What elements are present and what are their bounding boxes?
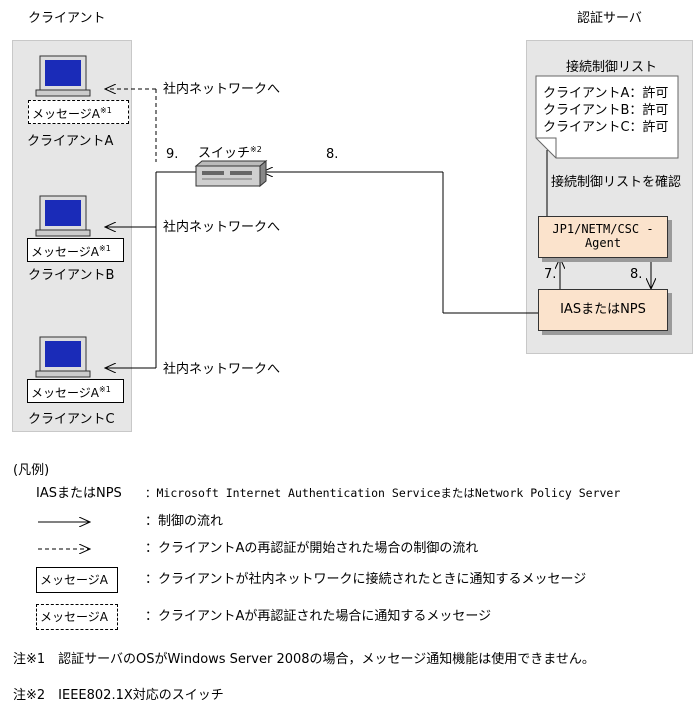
client-c-label: クライアントC xyxy=(28,412,115,427)
network-label-a: 社内ネットワークへ xyxy=(163,82,281,97)
legend-desc-message-dashed: ：クライアントAが再認証された場合に通知するメッセージ xyxy=(145,609,492,624)
legend-desc-message: ：クライアントが社内ネットワークに接続されたときに通知するメッセージ xyxy=(145,572,587,587)
client-group-title: クライアント xyxy=(28,11,106,26)
legend-desc-ias: ：Microsoft Internet Authentication Servi… xyxy=(145,486,621,500)
step-9-label: 9. xyxy=(166,147,179,162)
network-label-b: 社内ネットワークへ xyxy=(163,220,281,235)
message-box-client-b: メッセージA※1 xyxy=(27,238,124,262)
agent-node: JP1/NETM/CSC - Agent xyxy=(538,216,668,258)
acl-item-a: クライアントA：許可 xyxy=(543,86,669,101)
monitor-icon xyxy=(35,195,91,237)
legend-title: (凡例) xyxy=(13,463,50,478)
document-icon xyxy=(535,75,679,159)
legend-key-ias: IASまたはNPS xyxy=(36,486,122,501)
monitor-icon xyxy=(35,336,91,378)
acl-item-c: クライアントC：許可 xyxy=(543,120,669,135)
legend-desc-dashed: ：クライアントAの再認証が開始された場合の制御の流れ xyxy=(145,541,479,556)
client-b-label: クライアントB xyxy=(28,268,115,283)
acl-title: 接続制御リスト xyxy=(566,60,658,75)
step-7-label: 7. xyxy=(544,267,557,282)
server-group-title: 認証サーバ xyxy=(577,11,642,26)
ias-node: IASまたはNPS xyxy=(538,289,668,331)
network-label-c: 社内ネットワークへ xyxy=(163,362,281,377)
acl-check-label: 接続制御リストを確認 xyxy=(551,175,682,190)
client-a-label: クライアントA xyxy=(27,134,114,149)
monitor-icon xyxy=(35,55,91,97)
note-2: 注※2 IEEE802.1X対応のスイッチ xyxy=(13,688,224,703)
legend-message-box: メッセージA xyxy=(36,567,118,593)
switch-label: スイッチ※2 xyxy=(198,145,262,161)
message-box-client-c: メッセージA※1 xyxy=(27,379,124,403)
acl-item-b: クライアントB：許可 xyxy=(543,103,669,118)
note-1: 注※1 認証サーバのOSがWindows Server 2008の場合，メッセー… xyxy=(13,652,595,667)
legend-desc-solid: ：制御の流れ xyxy=(145,514,224,529)
step-8-label-agent: 8. xyxy=(630,267,643,282)
step-8-label-switch: 8. xyxy=(326,147,339,162)
message-box-client-a: メッセージA※1 xyxy=(28,100,129,124)
switch-icon xyxy=(194,159,268,188)
legend-message-box-dashed: メッセージA xyxy=(36,604,118,630)
